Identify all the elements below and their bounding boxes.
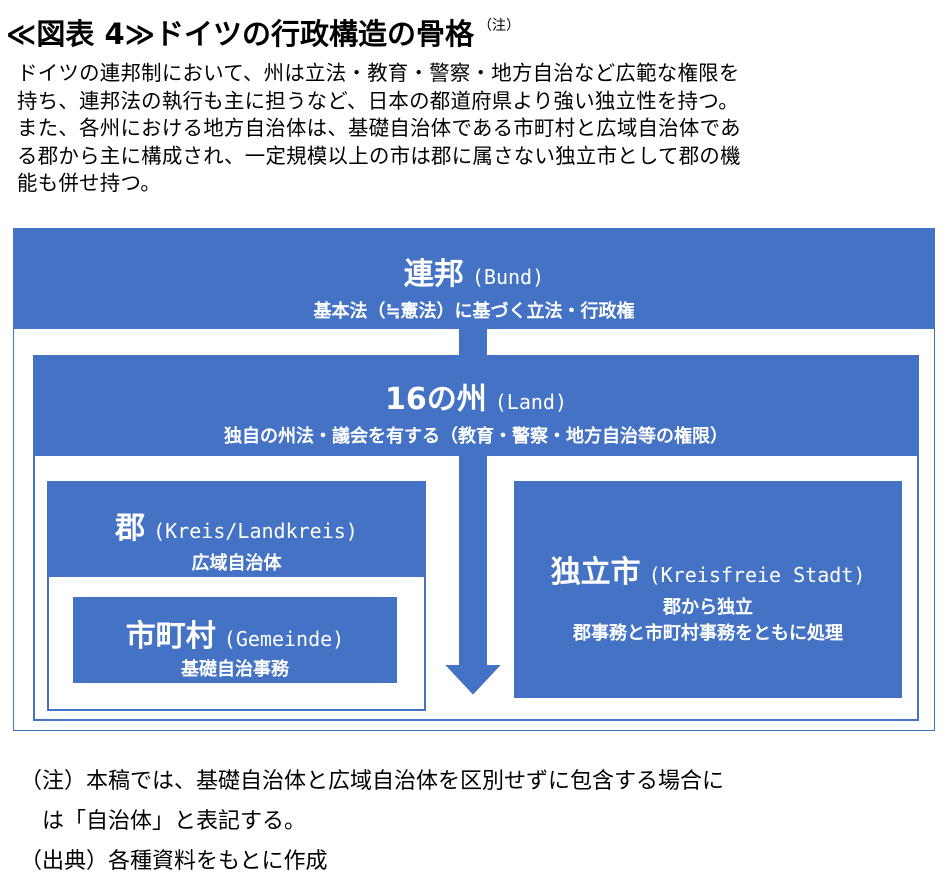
independent-city-description-1: 郡から独立 xyxy=(663,597,753,618)
gemeinde-description: 基礎自治事務 xyxy=(181,659,289,680)
intro-line: る郡から主に構成され、一定規模以上の市は郡に属さない独立市として郡の機 xyxy=(17,143,741,168)
independent-city-name: 独立市 xyxy=(550,555,641,590)
federal-alt: (Bund) xyxy=(471,265,545,289)
kreis-box: 郡 (Kreis/Landkreis) 広域自治体 xyxy=(47,481,426,577)
kreis-alt: (Kreis/Landkreis) xyxy=(153,519,358,543)
intro-paragraph: ドイツの連邦制において、州は立法・教育・警察・地方自治など広範な権限を 持ち、連… xyxy=(17,60,937,198)
independent-city-alt: (Kreisfreie Stadt) xyxy=(648,563,866,587)
footnote-line: は「自治体」と表記する。 xyxy=(20,809,307,834)
figure-title-text: ≪図表 4≫ドイツの行政構造の骨格 xyxy=(6,17,474,51)
intro-line: また、各州における地方自治体は、基礎自治体である市町村と広域自治体であ xyxy=(17,116,741,140)
state-name: 16の州 xyxy=(385,382,487,417)
kreis-name: 郡 xyxy=(115,511,146,546)
independent-city-description-2: 郡事務と市町村事務をともに処理 xyxy=(573,623,843,644)
state-alt: (Land) xyxy=(494,390,567,414)
gemeinde-alt: (Gemeinde) xyxy=(223,627,345,651)
kreis-description: 広域自治体 xyxy=(191,553,282,574)
source-line: （出典）各種資料をもとに作成 xyxy=(20,849,328,874)
independent-city-box: 独立市 (Kreisfreie Stadt) 郡から独立 郡事務と市町村事務をとも… xyxy=(514,481,902,698)
figure-title: ≪図表 4≫ドイツの行政構造の骨格（注） xyxy=(6,6,936,51)
federal-name: 連邦 xyxy=(403,257,464,292)
state-description: 独自の州法・議会を有する（教育・警察・地方自治等の権限） xyxy=(224,426,728,447)
title-note-mark: （注） xyxy=(478,18,520,34)
federal-box: 連邦 (Bund) 基本法（≒憲法）に基づく立法・行政権 xyxy=(14,229,934,329)
gemeinde-box: 市町村 (Gemeinde) 基礎自治事務 xyxy=(73,597,397,683)
footnotes: （注）本稿では、基礎自治体と広域自治体を区別せずに包含する場合に は「自治体」と… xyxy=(20,762,940,882)
diagram-frame xyxy=(13,228,935,731)
footnote-line: （注）本稿では、基礎自治体と広域自治体を区別せずに包含する場合に xyxy=(20,769,725,794)
intro-line: 持ち、連邦法の執行も主に担うなど、日本の都道府県より強い独立性を持つ。 xyxy=(17,88,739,113)
gemeinde-name: 市町村 xyxy=(125,619,216,654)
intro-line: ドイツの連邦制において、州は立法・教育・警察・地方自治など広範な権限を xyxy=(17,61,740,85)
intro-line: 能も併せ持つ。 xyxy=(17,171,162,195)
federal-description: 基本法（≒憲法）に基づく立法・行政権 xyxy=(313,301,635,322)
state-box: 16の州 (Land) 独自の州法・議会を有する（教育・警察・地方自治等の権限） xyxy=(33,355,919,456)
